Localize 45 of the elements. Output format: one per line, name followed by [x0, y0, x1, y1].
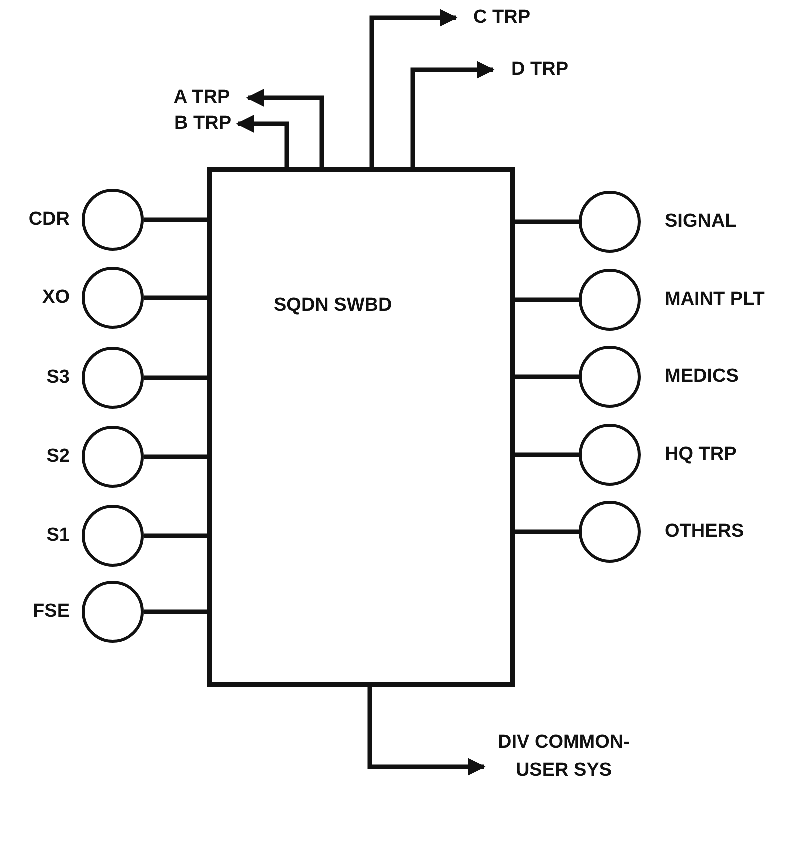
- connector-line: [144, 218, 209, 222]
- circle-label: CDR: [28, 208, 70, 232]
- connector-line: [144, 296, 209, 300]
- circle-label: HQ TRP: [665, 443, 737, 467]
- circle-label: S3: [46, 366, 70, 390]
- destination-label: B TRP: [172, 112, 234, 136]
- connector-line: [144, 610, 209, 614]
- connector-line: [513, 452, 579, 458]
- circle-label: XO: [42, 286, 70, 310]
- circle-node: [82, 426, 144, 488]
- circle-node: [579, 269, 641, 331]
- circle-label: OTHERS: [665, 520, 744, 544]
- arrow: [410, 61, 495, 167]
- circle-label: MAINT PLT: [665, 288, 765, 312]
- connector-line: [513, 220, 579, 224]
- circle-label: FSE: [33, 600, 70, 624]
- destination-label: DIV COMMON-USER SYS: [488, 729, 640, 813]
- circle-label: S2: [46, 445, 70, 469]
- circle-node: [82, 347, 144, 409]
- circle-node: [82, 267, 144, 329]
- circle-node: [579, 191, 641, 253]
- connector-line: [144, 534, 209, 538]
- circle-label: MEDICS: [665, 365, 739, 389]
- circle-node: [579, 501, 641, 563]
- circle-label: S1: [46, 524, 70, 548]
- circle-node: [82, 581, 144, 643]
- switchboard-label: SQDN SWBD: [274, 294, 392, 318]
- connector-line: [513, 530, 579, 534]
- circle-label: SIGNAL: [665, 210, 737, 234]
- circle-node: [82, 505, 144, 567]
- arrow: [370, 9, 458, 167]
- circle-node: [82, 189, 144, 251]
- destination-label: D TRP: [497, 58, 583, 82]
- connector-line: [144, 454, 209, 460]
- connector-line: [513, 374, 579, 380]
- circle-node: [579, 346, 641, 408]
- connector-line: [144, 376, 209, 380]
- connector-line: [513, 298, 579, 302]
- arrow: [246, 89, 324, 167]
- destination-label: C TRP: [460, 6, 544, 30]
- destination-label: A TRP: [160, 86, 244, 110]
- switchboard-box: [207, 167, 515, 687]
- circle-node: [579, 424, 641, 486]
- arrow: [368, 687, 486, 776]
- arrow: [236, 115, 290, 167]
